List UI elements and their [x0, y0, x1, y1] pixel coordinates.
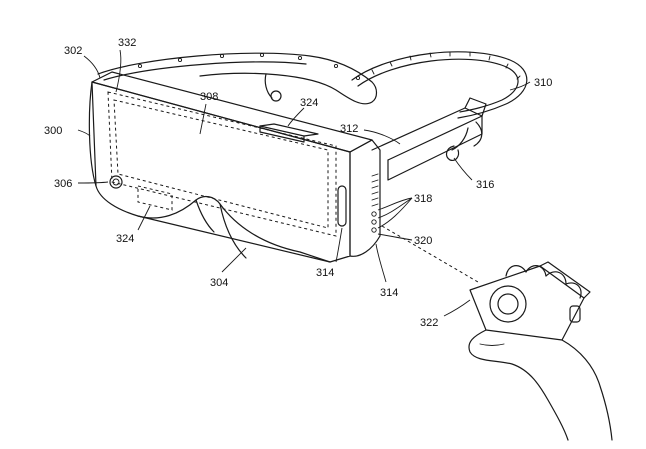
label-314-a: 314: [316, 267, 334, 279]
back-strap: [97, 52, 378, 105]
label-310: 310: [534, 77, 552, 89]
label-308: 308: [200, 91, 218, 103]
label-316: 316: [476, 179, 494, 191]
label-304: 304: [210, 277, 228, 289]
label-322: 322: [420, 317, 438, 329]
label-302: 302: [64, 45, 82, 57]
label-324-bottom: 324: [116, 233, 134, 245]
main-housing: [88, 71, 381, 263]
earphone-side: [445, 127, 469, 161]
label-320: 320: [414, 235, 432, 247]
signal-line: [381, 225, 479, 283]
reference-numerals: 302 332 300 308 324 310 312 306 318 320 …: [44, 37, 552, 329]
head-band: [351, 51, 528, 119]
label-324-top: 324: [300, 97, 318, 109]
temple-arm: [371, 97, 487, 181]
face-cushion: [137, 195, 331, 263]
label-314-b: 314: [380, 287, 398, 299]
label-312: 312: [340, 123, 358, 135]
label-318: 318: [414, 193, 432, 205]
label-332: 332: [118, 37, 136, 49]
leader-lines: [77, 49, 531, 317]
label-306: 306: [54, 178, 72, 190]
label-300: 300: [44, 125, 62, 137]
earphone-top: [264, 73, 282, 102]
hand-with-remote: [468, 261, 613, 441]
